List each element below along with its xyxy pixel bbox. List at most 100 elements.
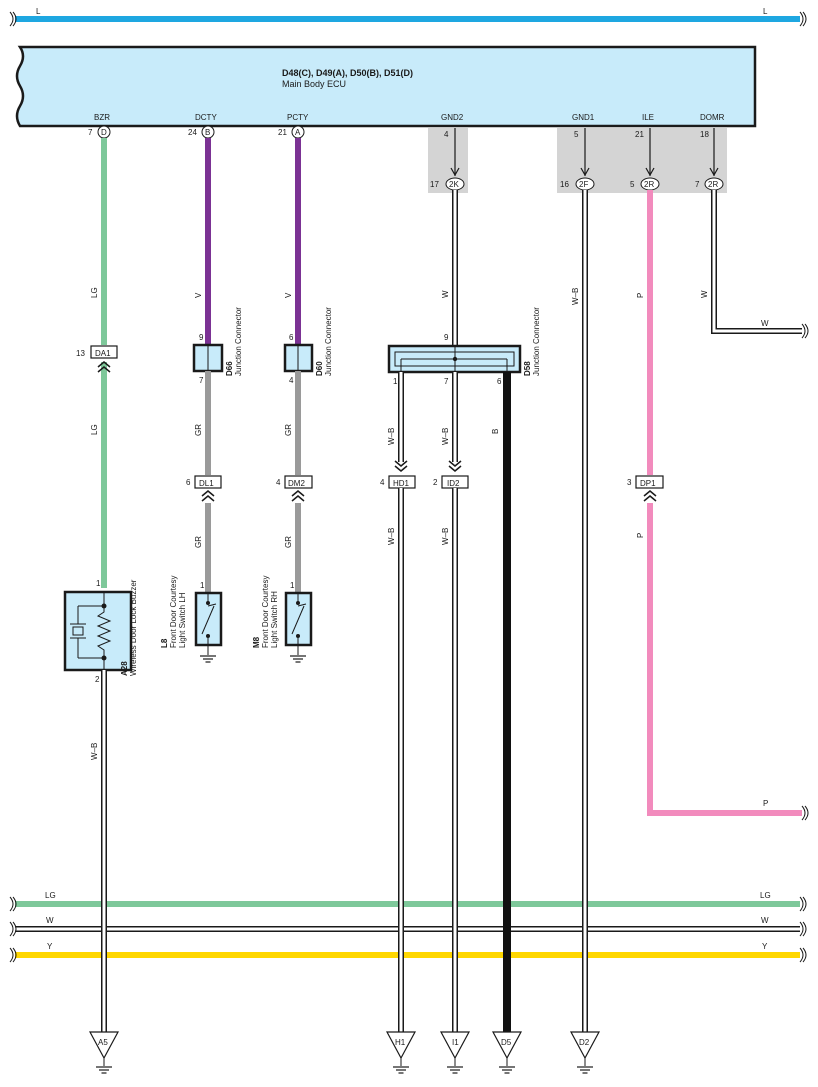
wire-label-ile-right: P — [763, 799, 768, 808]
jb-num-2r-b: 7 — [695, 180, 700, 189]
jb-code-2k: 2K — [449, 180, 459, 189]
d66-pin-in: 9 — [199, 333, 204, 342]
pcty-circuit: V 6 D60 Junction Connector 4 GR 4 DM2 GR… — [252, 138, 333, 663]
pin-conn-dcty: B — [205, 128, 210, 137]
pin-name-ile: ILE — [642, 113, 654, 122]
d60-code: D60 — [315, 361, 324, 376]
inline-num-id2: 2 — [433, 478, 438, 487]
inline-num-dp1: 3 — [627, 478, 632, 487]
inline-num-hd1: 4 — [380, 478, 385, 487]
jb-code-2r-b: 2R — [708, 180, 718, 189]
main-body-ecu: D48(C), D49(A), D50(B), D51(D) Main Body… — [15, 45, 757, 128]
wire-label-pcty-mid: GR — [284, 424, 293, 436]
inline-code-id2: ID2 — [447, 479, 460, 488]
d66-name: Junction Connector — [234, 307, 243, 376]
ground-d5: D5 — [491, 1031, 523, 1074]
ground-a5-label: A5 — [98, 1038, 108, 1047]
buzzer-code: A28 — [120, 661, 129, 676]
gnd1-circuit: W–B — [571, 190, 588, 1032]
switch-rh-name2: Light Switch RH — [270, 591, 279, 648]
ecu-pins: 7 D 24 B 21 A 4 5 21 18 — [88, 125, 709, 139]
wire-label-hd1-low: W–B — [387, 528, 396, 545]
wire-label-bzr-top: LG — [90, 287, 99, 298]
top-l-bus: L L — [9, 7, 807, 27]
wire-label-d58-1: W–B — [387, 428, 396, 445]
pin-num-pcty: 21 — [278, 128, 287, 137]
switch-lh-name1: Front Door Courtesy — [169, 576, 178, 648]
ecu-pin-names: BZR DCTY PCTY GND2 GND1 ILE DOMR — [94, 113, 725, 122]
inline-code-dm2: DM2 — [288, 479, 305, 488]
pin-num-ile: 21 — [635, 130, 644, 139]
wire-label-pcty-low: GR — [284, 536, 293, 548]
d60-name: Junction Connector — [324, 307, 333, 376]
bus-lg-left: LG — [45, 891, 56, 900]
inline-code-dp1: DP1 — [640, 479, 656, 488]
pin-conn-bzr: D — [101, 128, 107, 137]
switch-lh-pin: 1 — [200, 581, 205, 590]
ground-d2-label: D2 — [579, 1038, 590, 1047]
wire-label-dcty-mid: GR — [194, 424, 203, 436]
ground-d5-label: D5 — [501, 1038, 512, 1047]
ground-points: A5 H1 I1 D5 D2 — [88, 1031, 601, 1074]
d66-code: D66 — [225, 361, 234, 376]
d58-code: D58 — [523, 361, 532, 376]
d60-pin-in: 6 — [289, 333, 294, 342]
switch-lh-name2: Light Switch LH — [178, 592, 187, 648]
wire-label-d58-7: W–B — [441, 428, 450, 445]
inline-num-dm2: 4 — [276, 478, 281, 487]
switch-rh-name1: Front Door Courtesy — [261, 576, 270, 648]
wire-label-id2-low: W–B — [441, 528, 450, 545]
bus-y-right: Y — [762, 942, 768, 951]
wire-label-gnd1: W–B — [571, 288, 580, 305]
pin-name-bzr: BZR — [94, 113, 110, 122]
wire-label-dcty-top: V — [194, 292, 203, 298]
pin-num-gnd1: 5 — [574, 130, 579, 139]
buzzer-pin-bottom: 2 — [95, 675, 100, 684]
jb-code-2r-a: 2R — [644, 180, 654, 189]
jb-num-2k: 17 — [430, 180, 439, 189]
pin-num-dcty: 24 — [188, 128, 197, 137]
jb-num-2r-a: 5 — [630, 180, 635, 189]
inline-code-dl1: DL1 — [199, 479, 214, 488]
top-bus-left-label: L — [36, 7, 41, 16]
domr-circuit: W W — [700, 190, 809, 339]
ecu-connectors: D48(C), D49(A), D50(B), D51(D) — [282, 68, 413, 78]
inline-num-da1: 13 — [76, 349, 85, 358]
ground-h1-label: H1 — [395, 1038, 406, 1047]
wire-label-d58-6: B — [491, 429, 500, 434]
top-bus-right-label: L — [763, 7, 768, 16]
switch-lh-code: L8 — [160, 638, 169, 648]
buzzer-name: Wireless Door Lock Buzzer — [129, 579, 138, 676]
bus-w-left: W — [46, 916, 54, 925]
pin-name-gnd1: GND1 — [572, 113, 595, 122]
dcty-circuit: V 9 D66 Junction Connector 7 GR 6 DL1 GR… — [160, 138, 243, 663]
d60-pin-out: 4 — [289, 376, 294, 385]
switch-rh-code: M8 — [252, 636, 261, 648]
ground-i1-label: I1 — [452, 1038, 459, 1047]
ground-a5: A5 — [88, 1031, 120, 1074]
bus-y-left: Y — [47, 942, 53, 951]
wire-overlays — [101, 896, 588, 962]
bus-w-right: W — [761, 916, 769, 925]
inline-code-hd1: HD1 — [393, 479, 410, 488]
wire-label-domr-right: W — [761, 319, 769, 328]
pin-num-domr: 18 — [700, 130, 709, 139]
bottom-buses: LG LG W W Y Y — [9, 891, 807, 963]
bus-lg-right: LG — [760, 891, 771, 900]
pin-name-gnd2: GND2 — [441, 113, 464, 122]
pin-name-dcty: DCTY — [195, 113, 217, 122]
pin-name-domr: DOMR — [700, 113, 725, 122]
wire-label-gnd2-top: W — [441, 290, 450, 298]
wire-label-domr: W — [700, 290, 709, 298]
inline-num-dl1: 6 — [186, 478, 191, 487]
ground-h1: H1 — [385, 1031, 417, 1074]
wire-label-pcty-top: V — [284, 292, 293, 298]
jb-num-2f: 16 — [560, 180, 569, 189]
buzzer-body — [63, 590, 133, 672]
inline-code-da1: DA1 — [95, 349, 111, 358]
wire-label-dcty-low: GR — [194, 536, 203, 548]
wire-label-bzr-mid: LG — [90, 424, 99, 435]
switch-rh-pin: 1 — [290, 581, 295, 590]
wire-label-ile-low: P — [636, 533, 645, 538]
